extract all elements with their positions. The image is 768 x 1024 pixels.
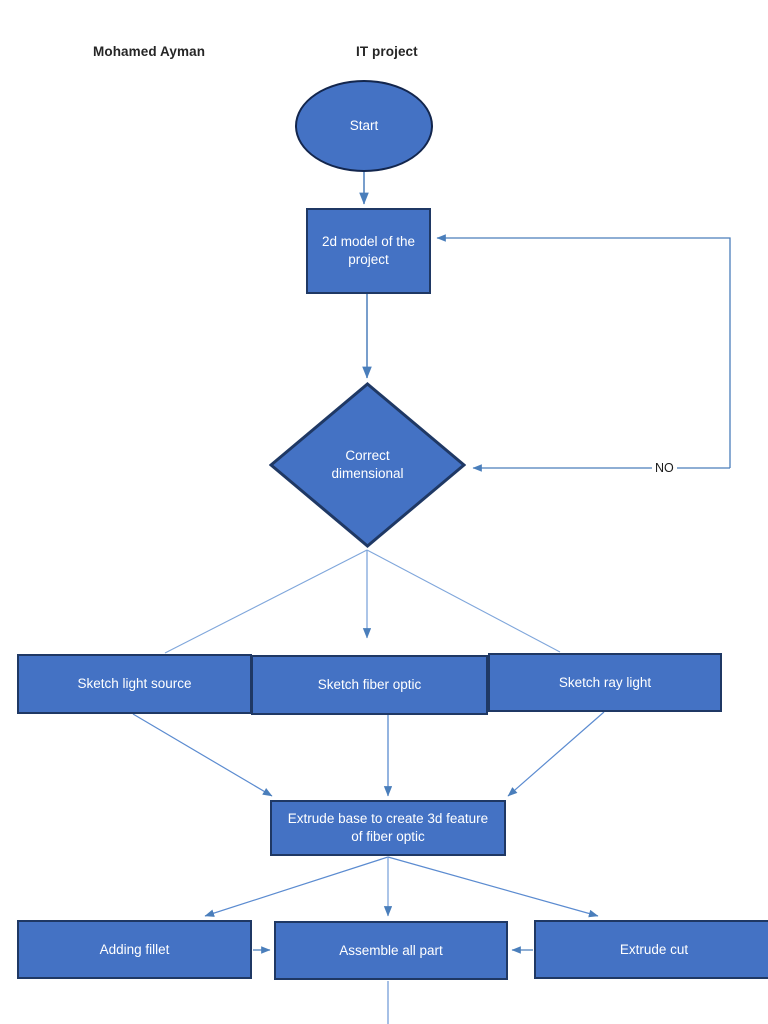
diamond-shape bbox=[269, 382, 466, 548]
edge-decision-to-sketch-light-source bbox=[164, 549, 368, 654]
node-assemble-all-part[interactable]: Assemble all part bbox=[274, 921, 508, 980]
page-title: IT project bbox=[356, 44, 418, 59]
node-extrude-base[interactable]: Extrude base to create 3d feature of fib… bbox=[270, 800, 506, 856]
node-sketch-ray-light[interactable]: Sketch ray light bbox=[488, 653, 722, 712]
node-correct-dimensional-label: Correct dimensional bbox=[331, 448, 404, 481]
edge-label-no: NO bbox=[652, 461, 677, 475]
node-extrude-cut-label: Extrude cut bbox=[619, 941, 689, 957]
node-extrude-cut[interactable]: Extrude cut bbox=[534, 920, 768, 979]
edge-decision-to-sketch-ray-light bbox=[366, 549, 561, 653]
node-extrude-base-label: Extrude base to create 3d feature of fib… bbox=[287, 811, 489, 844]
node-correct-dimensional-decision[interactable]: Correct dimensional bbox=[269, 382, 466, 548]
edge-decision-no-loop bbox=[436, 234, 731, 468]
node-start[interactable]: Start bbox=[295, 80, 433, 172]
node-2d-model[interactable]: 2d model of the project bbox=[306, 208, 431, 294]
node-start-label: Start bbox=[349, 118, 379, 134]
edge-sketch-light-source-to-extrude-base bbox=[132, 713, 273, 797]
node-2d-model-label: 2d model of the project bbox=[321, 234, 416, 267]
edge-extrude-base-to-adding-fillet bbox=[204, 856, 389, 917]
node-sketch-light-source[interactable]: Sketch light source bbox=[17, 654, 252, 714]
node-sketch-ray-light-label: Sketch ray light bbox=[558, 674, 652, 690]
node-assemble-all-part-label: Assemble all part bbox=[339, 942, 443, 958]
node-sketch-light-source-label: Sketch light source bbox=[77, 676, 192, 692]
node-adding-fillet[interactable]: Adding fillet bbox=[17, 920, 252, 979]
node-sketch-fiber-optic[interactable]: Sketch fiber optic bbox=[251, 655, 488, 715]
edge-extrude-base-to-extrude-cut bbox=[387, 856, 599, 918]
edge-sketch-ray-light-to-extrude-base bbox=[507, 711, 605, 797]
author-heading: Mohamed Ayman bbox=[93, 44, 206, 59]
node-sketch-fiber-optic-label: Sketch fiber optic bbox=[317, 677, 422, 693]
node-adding-fillet-label: Adding fillet bbox=[99, 941, 170, 957]
